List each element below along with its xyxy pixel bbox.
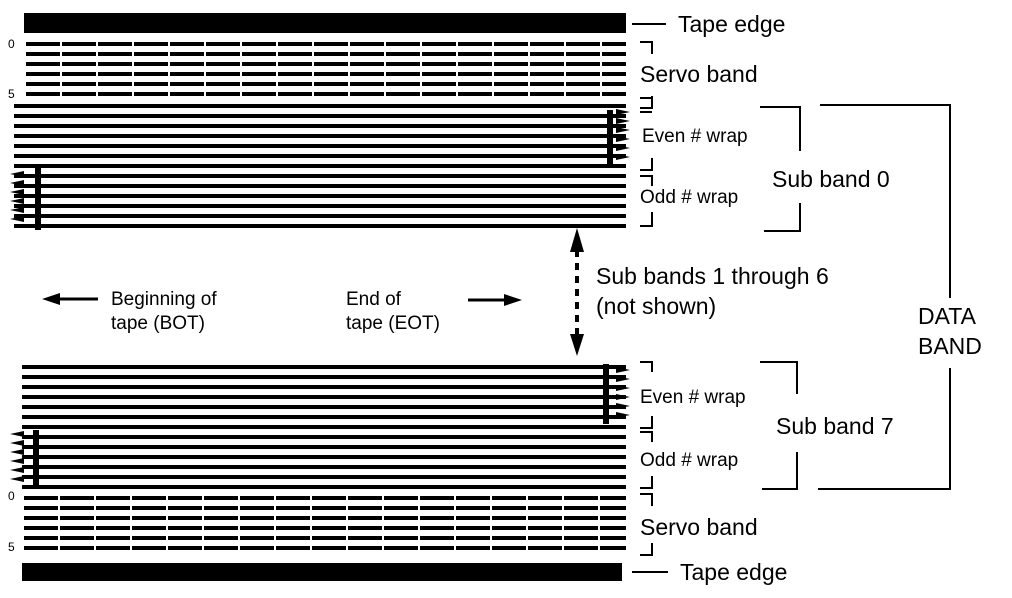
even-wrap-arrow-icon [616, 136, 630, 142]
even-wrap-arrow-icon [616, 109, 630, 115]
even-wrap-arrow-icon [616, 367, 630, 373]
even-wrap-top-label: Even # wrap [642, 126, 748, 147]
odd-wrap-arrow-icon [10, 189, 24, 195]
eot-label-line1: End of [346, 289, 402, 310]
odd-wrap-arrow-icon [10, 198, 24, 204]
odd-wrap-arrow-icon [10, 449, 24, 455]
sub-bands-middle-label-line1: Sub bands 1 through 6 [596, 263, 829, 289]
sub-band-0-tracks [14, 104, 626, 228]
right-bracket-marks [640, 41, 653, 556]
even-wrap-bottom-label: Even # wrap [640, 387, 746, 408]
servo-band-top-label: Servo band [640, 61, 758, 87]
odd-wrap-arrow-icon [10, 180, 24, 186]
even-wrap-arrow-icon [616, 394, 630, 400]
sub-bands-middle-label-line2: (not shown) [596, 293, 716, 319]
even-wrap-arrow-icon [616, 145, 630, 151]
servo-top-tick-0: 0 [8, 37, 15, 51]
servo-band-top-lines [24, 42, 626, 96]
dotted-arrow-up-head [570, 228, 584, 252]
sub-band-7-tracks [22, 365, 626, 489]
odd-wrap-arrow-icon [10, 458, 24, 464]
sub-band-7-label: Sub band 7 [776, 413, 894, 439]
data-band-label-line2: BAND [918, 333, 982, 359]
bot-arrow [42, 293, 98, 305]
dotted-arrow-down-head [570, 334, 584, 356]
eot-label-line2: tape (EOT) [346, 313, 440, 334]
servo-top-tick-5: 5 [8, 87, 15, 101]
bot-label-line1: Beginning of [111, 289, 217, 310]
even-wrap-arrow-icon [616, 127, 630, 133]
servo-bottom-tick-0: 0 [8, 489, 15, 503]
sub-band-brackets [760, 106, 801, 490]
even-wrap-arrow-icon [616, 376, 630, 382]
even-wrap-arrow-icon [616, 118, 630, 124]
tape-edge-bottom-label: Tape edge [680, 559, 787, 585]
eot-arrow [468, 294, 522, 306]
servo-bottom-tick-5: 5 [8, 540, 15, 554]
odd-wrap-arrow-icon [10, 216, 24, 222]
tape-edge-top-bar [24, 13, 626, 33]
even-wrap-arrow-icon [616, 154, 630, 160]
data-band-bracket-lower [818, 368, 951, 490]
servo-band-bottom-lines [22, 496, 626, 550]
even-wrap-arrow-icon [616, 403, 630, 409]
data-band-label-line1: DATA [918, 303, 977, 329]
servo-band-bottom-label: Servo band [640, 514, 758, 540]
sub-band-0-label: Sub band 0 [772, 166, 890, 192]
track-arrowheads [10, 109, 630, 488]
odd-wrap-arrow-icon [10, 171, 24, 177]
tape-edge-top-label: Tape edge [678, 11, 785, 37]
odd-wrap-arrow-icon [10, 207, 24, 213]
tape-edge-bottom-bar [22, 563, 622, 581]
even-wrap-arrow-icon [616, 412, 630, 418]
odd-wrap-arrow-icon [10, 467, 24, 473]
odd-wrap-top-label: Odd # wrap [640, 187, 738, 208]
odd-wrap-arrow-icon [10, 440, 24, 446]
data-band-bracket [820, 104, 951, 298]
odd-wrap-arrow-icon [10, 476, 24, 482]
bot-label-line2: tape (BOT) [111, 313, 205, 334]
even-wrap-arrow-icon [616, 385, 630, 391]
odd-wrap-arrow-icon [10, 431, 24, 437]
odd-wrap-bottom-label: Odd # wrap [640, 450, 738, 471]
